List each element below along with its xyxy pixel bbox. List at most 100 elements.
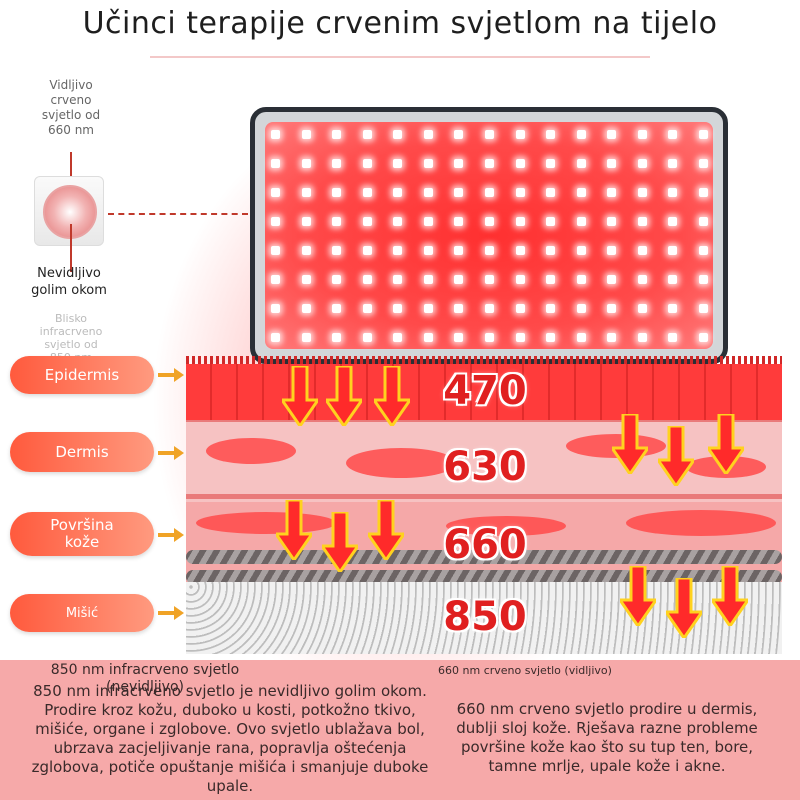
layer-pill-skin-surface: Površina kože [10,512,154,556]
led-dot [393,217,403,226]
layer-epidermis [186,364,782,422]
led-dot [362,130,372,139]
wavelength-label-470: 470 [443,368,527,414]
connector-dashed-line [108,213,248,215]
led-dot [301,217,311,226]
led-dot [301,275,311,284]
led-dot [271,275,280,284]
led-dot [637,275,647,284]
led-dot [699,217,708,226]
led-dot [607,130,617,139]
tissue-cell [206,438,296,464]
description-panel [0,660,800,800]
led-dot [699,130,708,139]
led-dot [485,246,494,255]
right-panel-text: 660 nm crveno svjetlo prodire u dermis, … [456,700,758,775]
led-dot [485,159,494,168]
led-dot [668,333,678,342]
led-dot [546,333,556,342]
led-dot [668,188,678,197]
arrow-down-icon [326,366,362,426]
led-dot [546,159,556,168]
led-dot [393,246,403,255]
led-dot [362,333,372,342]
led-dot [271,304,280,313]
led-dot [423,188,433,197]
connector-line-top [70,152,72,192]
therapy-pad [250,107,728,364]
led-dot [515,275,525,284]
led-dot [454,275,464,284]
led-dot [515,188,525,197]
led-dot [699,246,708,255]
led-dot [576,246,586,255]
led-dot [576,130,586,139]
arrow-down-icon [712,566,748,626]
led-dot [576,275,586,284]
wavelength-label-630: 630 [443,444,527,490]
led-dot [699,333,708,342]
led-dot [576,159,586,168]
led-dot [362,304,372,313]
arrow-right-icon [158,446,184,460]
led-dot [454,159,464,168]
led-dot [332,333,342,342]
note-invisible: Nevidljivo golim okom [31,266,107,298]
led-dot [393,275,403,284]
led-dot [485,275,494,284]
layer-pill-epidermis: Epidermis [10,356,154,394]
wavelength-label-660: 660 [443,522,527,568]
led-dot [515,246,525,255]
tissue-cell [446,516,566,536]
led-dot [576,188,586,197]
arrow-right-icon [158,528,184,542]
led-dot [454,246,464,255]
led-dot [332,217,342,226]
led-dot [515,304,525,313]
right-panel-title: 660 nm crveno svjetlo (vidljivo) [438,664,612,677]
led-dot [607,217,617,226]
led-dot [607,333,617,342]
tissue-cell [346,448,456,478]
led-dot [576,333,586,342]
led-dot [699,159,708,168]
led-dot [668,275,678,284]
led-dot [301,188,311,197]
led-dot [668,130,678,139]
led-dot [699,188,708,197]
led-dot [454,188,464,197]
connector-line-bottom [70,224,72,272]
led-dot [454,333,464,342]
led-dot [699,304,708,313]
led-dot [668,304,678,313]
led-dot [332,188,342,197]
led-dot [607,246,617,255]
led-dot [423,304,433,313]
arrow-down-icon [276,500,312,560]
led-dot [637,159,647,168]
led-dot [423,275,433,284]
led-dot [668,217,678,226]
led-dot [637,304,647,313]
led-dot [393,333,403,342]
arrow-down-icon [322,512,358,572]
led-dot [576,217,586,226]
note-visible-660: Vidljivo crveno svjetlo od 660 nm [41,78,101,137]
led-dot [362,217,372,226]
led-dot [332,275,342,284]
arrow-down-icon [612,414,648,474]
led-dot [332,130,342,139]
arrow-down-icon [620,566,656,626]
wavelength-label-850: 850 [443,594,527,640]
arrow-right-icon [158,368,184,382]
led-dot [485,304,494,313]
led-chip-image [34,176,104,246]
led-dot [546,304,556,313]
led-dot [301,130,311,139]
led-dot [301,304,311,313]
led-dot [454,217,464,226]
arrow-down-icon [368,500,404,560]
led-dot [423,217,433,226]
led-dot [637,333,647,342]
led-dot [393,188,403,197]
